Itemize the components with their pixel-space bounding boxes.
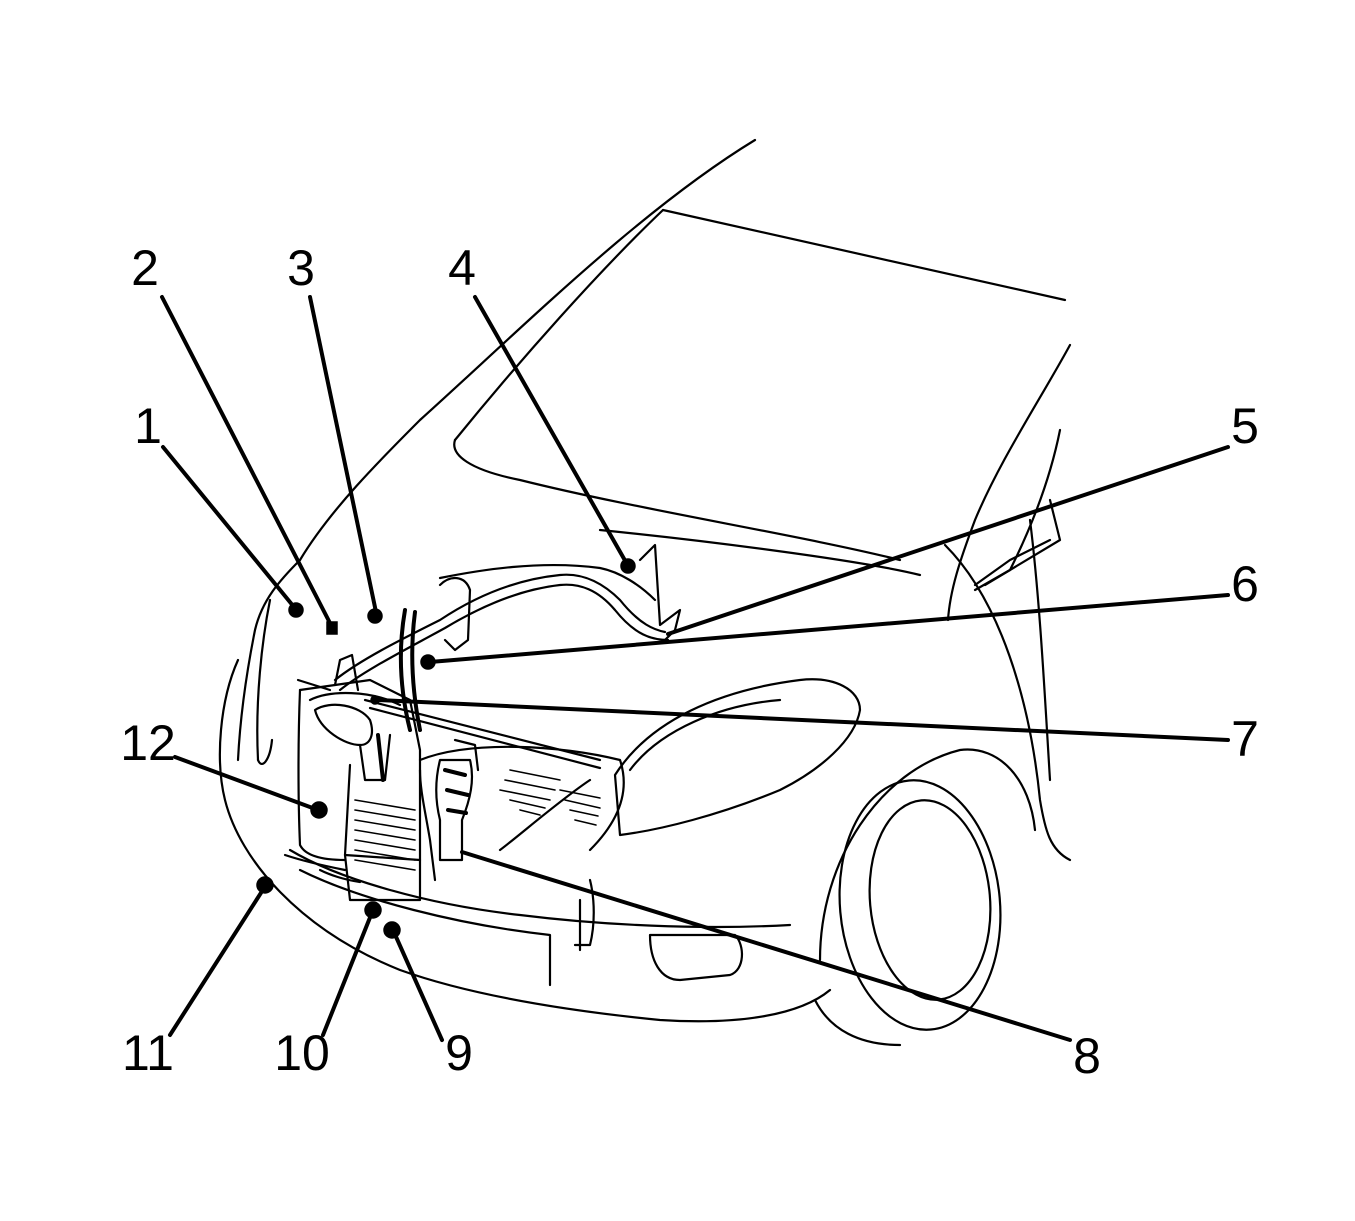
callout-6: 6 [1231, 556, 1259, 612]
leader-4 [473, 295, 629, 566]
grille-slats [499, 769, 601, 826]
callout-8: 8 [1073, 1028, 1101, 1084]
front-wheel [813, 748, 1037, 1047]
callout-10: 10 [274, 1025, 330, 1081]
leader-5 [666, 445, 1230, 636]
leader-lines [160, 295, 1230, 1042]
vehicle-body [218, 138, 1072, 1047]
condenser-core [354, 799, 416, 871]
leader-7 [376, 698, 1230, 742]
leader-8 [460, 850, 1072, 1042]
callout-12: 12 [120, 715, 176, 771]
leader-9 [391, 928, 444, 1042]
leader-12 [173, 755, 320, 812]
leader-6 [428, 593, 1230, 664]
leader-10 [321, 908, 375, 1037]
receiver-dryer [418, 738, 480, 882]
callout-2: 2 [131, 240, 159, 296]
leader-11 [168, 883, 268, 1037]
callout-5: 5 [1231, 398, 1259, 454]
callout-7: 7 [1231, 711, 1259, 767]
leader-2 [160, 295, 333, 627]
callout-1: 1 [134, 398, 162, 454]
condenser-assembly [283, 543, 682, 952]
callout-3: 3 [287, 240, 315, 296]
callout-9: 9 [445, 1025, 473, 1081]
fastener-2-icon [326, 621, 338, 635]
callout-11: 11 [122, 1025, 174, 1081]
leader-1 [161, 445, 296, 609]
callout-labels: 1 2 3 4 5 6 7 8 9 10 11 12 [120, 240, 1259, 1084]
leader-3 [308, 295, 378, 614]
callout-4: 4 [448, 240, 476, 296]
